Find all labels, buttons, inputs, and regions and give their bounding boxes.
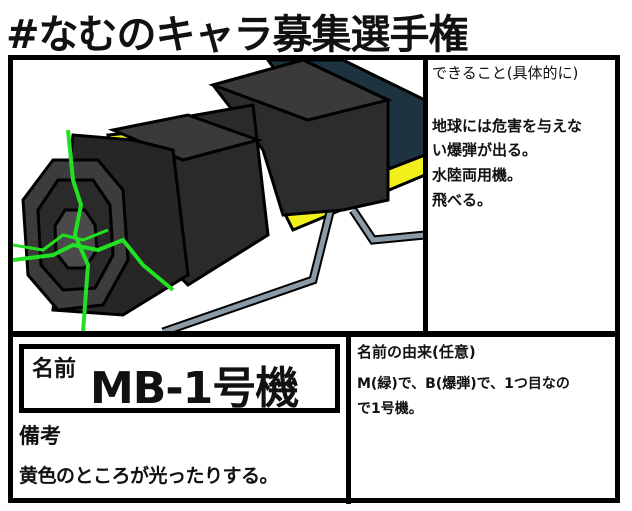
lower-vertical-divider: [346, 334, 351, 504]
abilities-section: できること(具体的に) 地球には危害を与えな い爆弾が出る。 水陸両用機。 飛べ…: [432, 64, 617, 213]
abilities-line: い爆弾が出る。: [432, 141, 538, 160]
robot-drawing: [13, 60, 425, 332]
origin-line: M(緑)で、B(爆弾)で、1つ目なの: [357, 376, 570, 392]
name-label: 名前: [32, 357, 77, 382]
name-origin-heading: 名前の由来(任意): [357, 343, 476, 361]
character-name: MB-1号機: [90, 363, 299, 414]
abilities-heading: できること(具体的に): [432, 64, 579, 82]
name-box: [19, 344, 340, 413]
name-origin-section: 名前の由来(任意) M(緑)で、B(爆弾)で、1つ目なの で1号機。: [357, 341, 615, 421]
name-origin-description: M(緑)で、B(爆弾)で、1つ目なの で1号機。: [357, 372, 615, 421]
vertical-divider: [423, 58, 428, 336]
character-illustration: [13, 60, 425, 332]
notes-text: 黄色のところが光ったりする。: [19, 465, 279, 487]
abilities-line: 地球には危害を与えな: [432, 116, 583, 135]
notes-label: 備考: [19, 424, 61, 448]
entry-frame: [8, 55, 620, 503]
page-title: #なむのキャラ募集選手権: [6, 12, 469, 58]
horizontal-divider: [10, 331, 620, 337]
origin-line: で1号機。: [357, 400, 423, 417]
abilities-line: 飛べる。: [432, 190, 493, 209]
abilities-line: 水陸両用機。: [432, 166, 523, 184]
abilities-description: 地球には危害を与えな い爆弾が出る。 水陸両用機。 飛べる。: [432, 114, 617, 213]
